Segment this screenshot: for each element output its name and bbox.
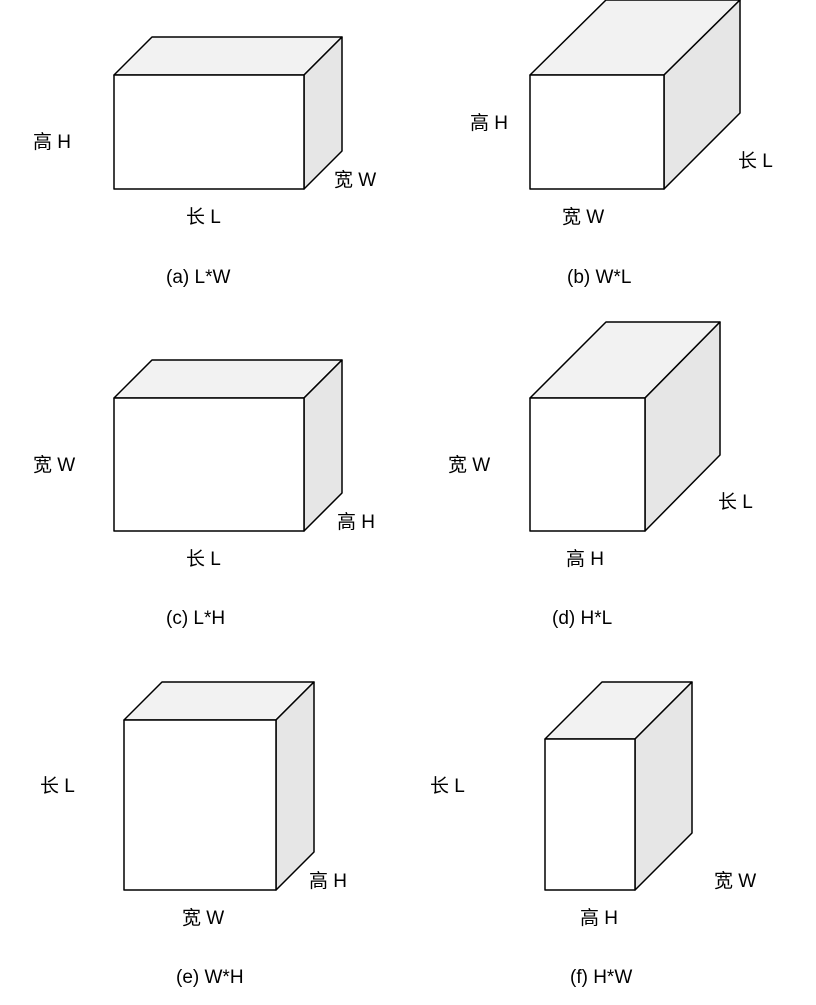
panel-e-left-label: 长 L [40, 775, 75, 797]
box-a-top-face [113, 36, 343, 76]
panel-e-bottom-label: 宽 W [182, 907, 224, 929]
panel-a-caption: (a) L*W [166, 267, 230, 288]
panel-f-left-label: 长 L [430, 775, 465, 797]
box-c-front-face [113, 397, 305, 532]
panel-d: 宽 W 高 H 长 L (d) H*L [448, 321, 753, 629]
panel-f-side-label: 宽 W [714, 870, 756, 892]
panel-a: 高 H 长 L 宽 W (a) L*W [33, 36, 376, 288]
panel-f: 长 L 高 H 宽 W (f) H*W [430, 681, 756, 988]
box-d-front-face [529, 397, 646, 532]
panel-a-side-label: 宽 W [334, 169, 376, 191]
panel-b: 高 H 宽 W 长 L (b) W*L [470, 0, 773, 288]
panel-b-caption: (b) W*L [567, 267, 631, 288]
panel-d-caption: (d) H*L [552, 608, 612, 629]
box-a-front-face [113, 74, 305, 190]
box-e-front-face [123, 719, 277, 891]
panel-c-left-label: 宽 W [33, 454, 75, 476]
panel-c-bottom-label: 长 L [186, 548, 221, 570]
panel-a-left-label: 高 H [33, 131, 71, 153]
panel-c-side-label: 高 H [337, 511, 375, 533]
panel-a-bottom-label: 长 L [186, 206, 221, 228]
panel-e-side-label: 高 H [309, 870, 347, 892]
panel-d-side-label: 长 L [718, 491, 753, 513]
panel-b-side-label: 长 L [738, 150, 773, 172]
panel-f-caption: (f) H*W [570, 967, 632, 988]
box-c-top-face [113, 359, 343, 399]
panel-b-left-label: 高 H [470, 112, 508, 134]
panel-b-bottom-label: 宽 W [562, 206, 604, 228]
box-b-front-face [529, 74, 665, 190]
panel-e-caption: (e) W*H [176, 967, 244, 988]
box-f-front-face [544, 738, 636, 891]
panel-e: 长 L 宽 W 高 H (e) W*H [40, 681, 347, 988]
panel-c-caption: (c) L*H [166, 608, 225, 629]
panel-d-left-label: 宽 W [448, 454, 490, 476]
panel-d-bottom-label: 高 H [566, 548, 604, 570]
panel-f-bottom-label: 高 H [580, 907, 618, 929]
panel-c: 宽 W 长 L 高 H (c) L*H [33, 359, 375, 629]
